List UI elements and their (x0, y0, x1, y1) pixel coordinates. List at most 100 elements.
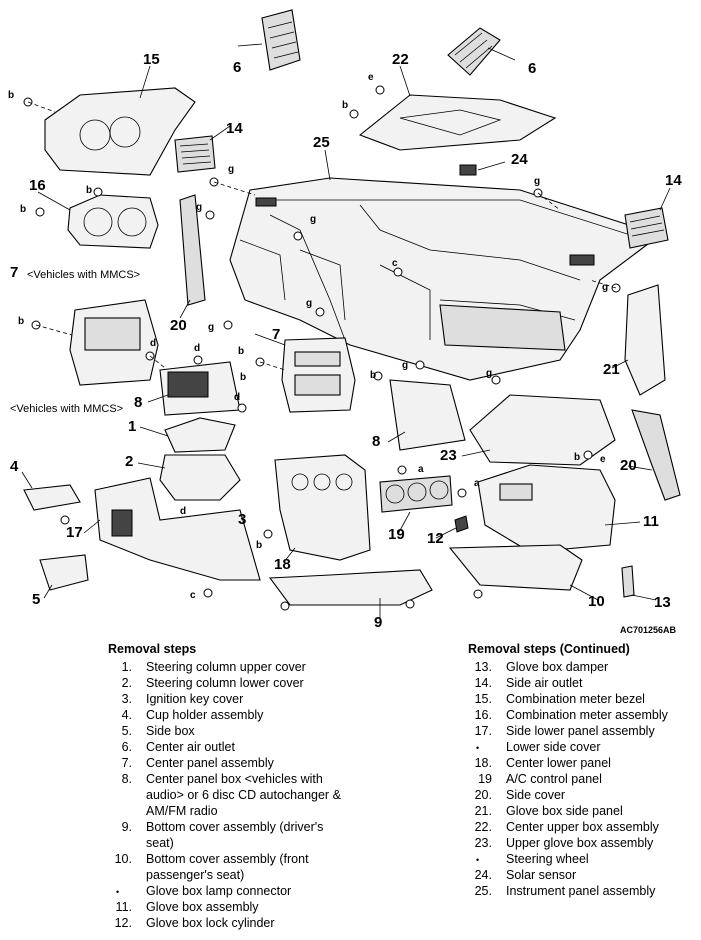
step-text: Combination meter assembly (506, 708, 668, 722)
step-number: 3. (121, 692, 132, 706)
step-text: Bottom cover assembly (front passenger's… (146, 852, 309, 882)
step-bullet: • (116, 887, 120, 897)
step-text: Center panel assembly (146, 756, 274, 770)
svg-text:e: e (600, 454, 606, 465)
svg-text:c: c (392, 258, 398, 269)
svg-text:9: 9 (374, 614, 382, 631)
center-air-outlet-left-drawing (261, 9, 301, 71)
removal-step: 25.Instrument panel assembly (468, 883, 698, 899)
mmcs-note-mid: <Vehicles with MMCS> (10, 403, 123, 415)
svg-text:g: g (402, 360, 408, 371)
removal-steps-continued-heading: Removal steps (Continued) (468, 642, 630, 656)
side-lower-panel-drawing (94, 477, 261, 581)
removal-step: 1. Steering column upper cover (108, 659, 358, 675)
svg-text:23: 23 (440, 447, 457, 464)
instrument-panel-assembly-drawing (229, 177, 662, 381)
svg-text:b: b (574, 452, 580, 463)
removal-step: 21. Glove box side panel (468, 803, 698, 819)
svg-text:b: b (20, 204, 26, 215)
step-text: Glove box side panel (506, 804, 623, 818)
svg-text:16: 16 (29, 177, 46, 194)
removal-step: 17.Side lower panel assembly (468, 723, 698, 739)
step-number: 8. (121, 772, 132, 786)
removal-step: 16.Combination meter assembly (468, 707, 698, 723)
svg-text:g: g (602, 282, 608, 293)
svg-text:20: 20 (170, 317, 187, 334)
svg-text:b: b (342, 100, 348, 111)
svg-text:g: g (306, 298, 312, 309)
step-number: 11. (115, 900, 132, 914)
svg-text:14: 14 (226, 120, 243, 137)
step-text: Side box (146, 724, 195, 738)
step-bullet: • (476, 855, 480, 865)
svg-text:18: 18 (274, 556, 291, 573)
center-panel-box-drawing (389, 379, 466, 451)
svg-text:1: 1 (128, 418, 136, 435)
svg-text:8: 8 (134, 394, 142, 411)
ac-control-panel-drawing (379, 475, 453, 513)
svg-text:b: b (86, 185, 92, 196)
step-number: 9. (121, 820, 132, 834)
step-text: Upper glove box assembly (506, 836, 654, 850)
step-text: Side lower panel assembly (506, 724, 655, 738)
svg-text:g: g (228, 164, 234, 175)
svg-text:21: 21 (603, 361, 620, 378)
step-number: 18. (474, 756, 492, 770)
svg-text:3: 3 (238, 511, 246, 528)
step-text: Ignition key cover (146, 692, 244, 706)
svg-text:6: 6 (233, 59, 241, 76)
removal-steps-left: Removal steps 1. Steering column upper co… (108, 641, 358, 931)
svg-text:25: 25 (313, 134, 330, 151)
svg-text:g: g (486, 368, 492, 379)
step-text: Steering column upper cover (146, 660, 306, 674)
step-text: Center upper box assembly (506, 820, 659, 834)
removal-step: 4.Cup holder assembly (108, 707, 358, 723)
center-upper-box-drawing (358, 94, 557, 151)
svg-text:d: d (180, 506, 186, 517)
svg-text:17: 17 (66, 524, 83, 541)
removal-step: 5.Side box (108, 723, 358, 739)
svg-text:g: g (196, 202, 202, 213)
meter-assembly-drawing (67, 194, 159, 249)
step-text: Combination meter bezel (506, 692, 645, 706)
step-number: 6. (121, 740, 132, 754)
step-number: 24. (474, 868, 492, 882)
svg-text:7: 7 (272, 326, 280, 343)
svg-text:14: 14 (665, 172, 682, 189)
svg-text:15: 15 (143, 51, 160, 68)
svg-text:b: b (240, 372, 246, 383)
step-number: 13. (474, 660, 492, 674)
step-number: 2. (121, 676, 132, 690)
removal-step: 3. Ignition key cover (108, 691, 358, 707)
svg-text:13: 13 (654, 594, 671, 611)
mmcs-note-top: <Vehicles with MMCS> (27, 269, 140, 281)
removal-steps-heading: Removal steps (108, 642, 197, 656)
removal-step: 11.Glove box assembly (108, 899, 358, 915)
removal-step: 8.Center panel box <vehicles with audio>… (108, 771, 358, 819)
removal-step: 9.Bottom cover assembly (driver's seat) (108, 819, 358, 851)
removal-step: 20.Side cover (468, 787, 698, 803)
svg-text:b: b (370, 370, 376, 381)
bottom-cover-passenger-drawing (448, 544, 583, 591)
svg-text:b: b (18, 316, 24, 327)
step-number: 21. (474, 804, 492, 818)
steering-column-lower-cover-drawing (159, 454, 241, 501)
svg-text:d: d (234, 392, 240, 403)
glove-box-damper-drawing (621, 565, 635, 598)
lock-cylinder-drawing (454, 515, 469, 533)
removal-step: 15.Combination meter bezel (468, 691, 698, 707)
step-number: 1. (121, 660, 132, 674)
svg-text:4: 4 (10, 458, 19, 475)
removal-step: 24. Solar sensor (468, 867, 698, 883)
step-text: Side cover (506, 788, 566, 802)
side-air-outlet-right-drawing (624, 207, 669, 249)
removal-step: •Steering wheel (468, 851, 698, 867)
figure-id: AC701256AB (620, 625, 677, 635)
step-text: Center air outlet (146, 740, 235, 754)
step-text: Side air outlet (506, 676, 583, 690)
svg-text:a: a (474, 478, 480, 489)
steering-column-upper-cover-drawing (164, 417, 236, 453)
step-text: Solar sensor (506, 868, 577, 882)
